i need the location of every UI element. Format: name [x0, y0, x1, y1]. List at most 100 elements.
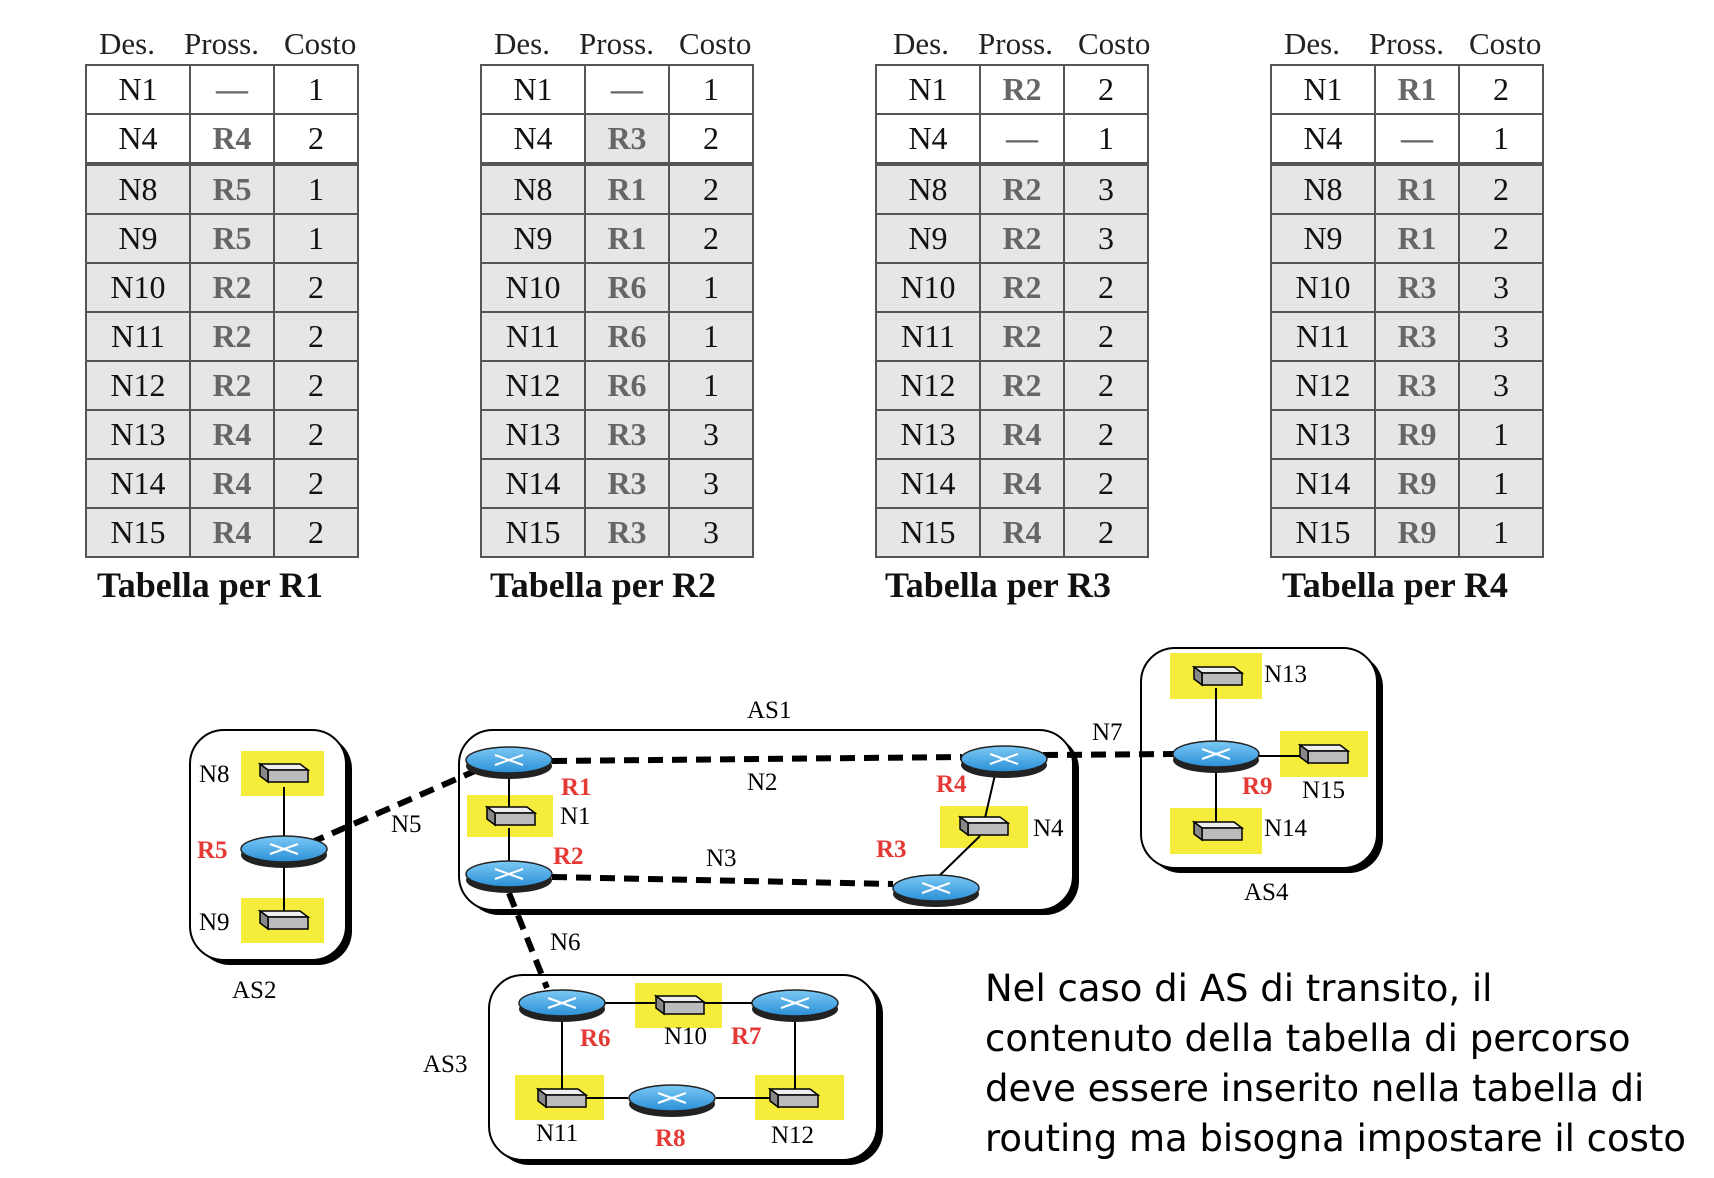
switch-n12-icon [767, 1087, 821, 1109]
label-as2: AS2 [232, 977, 276, 1004]
cell-next-hop: R2 [979, 311, 1065, 362]
label-n2: N2 [747, 769, 778, 796]
router-r4-icon [960, 745, 1048, 778]
header-pross: Pross. [184, 26, 259, 61]
cell-destination: N11 [875, 311, 981, 362]
label-n13: N13 [1264, 661, 1307, 688]
table-row: N4—1 [875, 113, 1149, 165]
label-r6: R6 [580, 1025, 611, 1052]
header-des: Des. [1284, 26, 1340, 61]
cell-cost: 3 [1063, 213, 1149, 264]
cell-cost: 1 [668, 360, 754, 411]
cell-destination: N8 [480, 162, 586, 215]
cell-cost: 1 [668, 311, 754, 362]
cell-destination: N15 [85, 507, 191, 558]
cell-destination: N13 [875, 409, 981, 460]
cell-next-hop: R2 [979, 213, 1065, 264]
cell-destination: N14 [1270, 458, 1376, 509]
network-topology-diagram: N8 N9 AS2 N5 AS1 N2 N1 N3 N4 N7 N13 N15 … [189, 647, 1383, 1165]
label-n14: N14 [1264, 815, 1308, 842]
cell-destination: N4 [1270, 113, 1376, 165]
cell-destination: N10 [1270, 262, 1376, 313]
header-pross: Pross. [978, 26, 1053, 61]
cell-next-hop: R1 [1374, 162, 1460, 215]
cell-next-hop: R9 [1374, 507, 1460, 558]
cell-cost: 1 [1458, 458, 1544, 509]
router-r7-icon [751, 989, 839, 1022]
cell-destination: N11 [1270, 311, 1376, 362]
header-des: Des. [893, 26, 949, 61]
note-line: deve essere inserito nella tabella di [985, 1067, 1645, 1110]
cell-next-hop: R1 [584, 162, 670, 215]
header-costo: Costo [1078, 26, 1151, 61]
cell-destination: N4 [875, 113, 981, 165]
switch-n8-icon [257, 762, 311, 784]
cell-next-hop: R6 [584, 311, 670, 362]
cell-next-hop: R3 [584, 113, 670, 165]
cell-cost: 2 [1458, 213, 1544, 264]
router-r2-icon [465, 860, 553, 893]
cell-next-hop: R2 [979, 360, 1065, 411]
cell-next-hop: R3 [584, 458, 670, 509]
switch-n14-icon [1191, 820, 1245, 842]
cell-cost: 2 [1063, 360, 1149, 411]
header-pross: Pross. [579, 26, 654, 61]
as1-box [458, 729, 1079, 915]
table-caption: Tabella per R4 [1282, 565, 1509, 605]
cell-destination: N15 [1270, 507, 1376, 558]
note-line: contenuto della tabella di percorso [985, 1017, 1631, 1060]
cell-destination: N14 [875, 458, 981, 509]
cell-next-hop: R6 [584, 360, 670, 411]
router-r9-icon [1172, 740, 1260, 773]
cell-next-hop: — [584, 64, 670, 115]
cell-cost: 2 [1063, 507, 1149, 558]
header-pross: Pross. [1369, 26, 1444, 61]
cell-cost: 2 [1458, 162, 1544, 215]
cell-cost: 1 [1458, 507, 1544, 558]
cell-cost: 2 [1063, 311, 1149, 362]
label-n6: N6 [550, 929, 581, 956]
cell-cost: 1 [273, 213, 359, 264]
cell-cost: 2 [668, 113, 754, 165]
table-header: Des. Pross. Costo [480, 26, 780, 64]
label-r7: R7 [731, 1023, 762, 1050]
cell-cost: 3 [668, 507, 754, 558]
label-n8: N8 [199, 761, 230, 788]
cell-next-hop: R2 [189, 360, 275, 411]
cell-destination: N12 [875, 360, 981, 411]
cell-next-hop: R5 [189, 162, 275, 215]
switch-n9-icon [257, 909, 311, 931]
cell-destination: N13 [1270, 409, 1376, 460]
switch-n13-icon [1191, 665, 1245, 687]
label-n7: N7 [1092, 719, 1123, 746]
cell-cost: 3 [1458, 262, 1544, 313]
cell-cost: 2 [1063, 262, 1149, 313]
dashed-links [308, 751, 1175, 990]
cell-next-hop: R4 [979, 458, 1065, 509]
cell-next-hop: R2 [979, 262, 1065, 313]
router-r5-icon [240, 835, 328, 868]
header-costo: Costo [1469, 26, 1542, 61]
cell-cost: 3 [1458, 311, 1544, 362]
cell-next-hop: R2 [189, 262, 275, 313]
cell-destination: N12 [85, 360, 191, 411]
cell-destination: N14 [85, 458, 191, 509]
